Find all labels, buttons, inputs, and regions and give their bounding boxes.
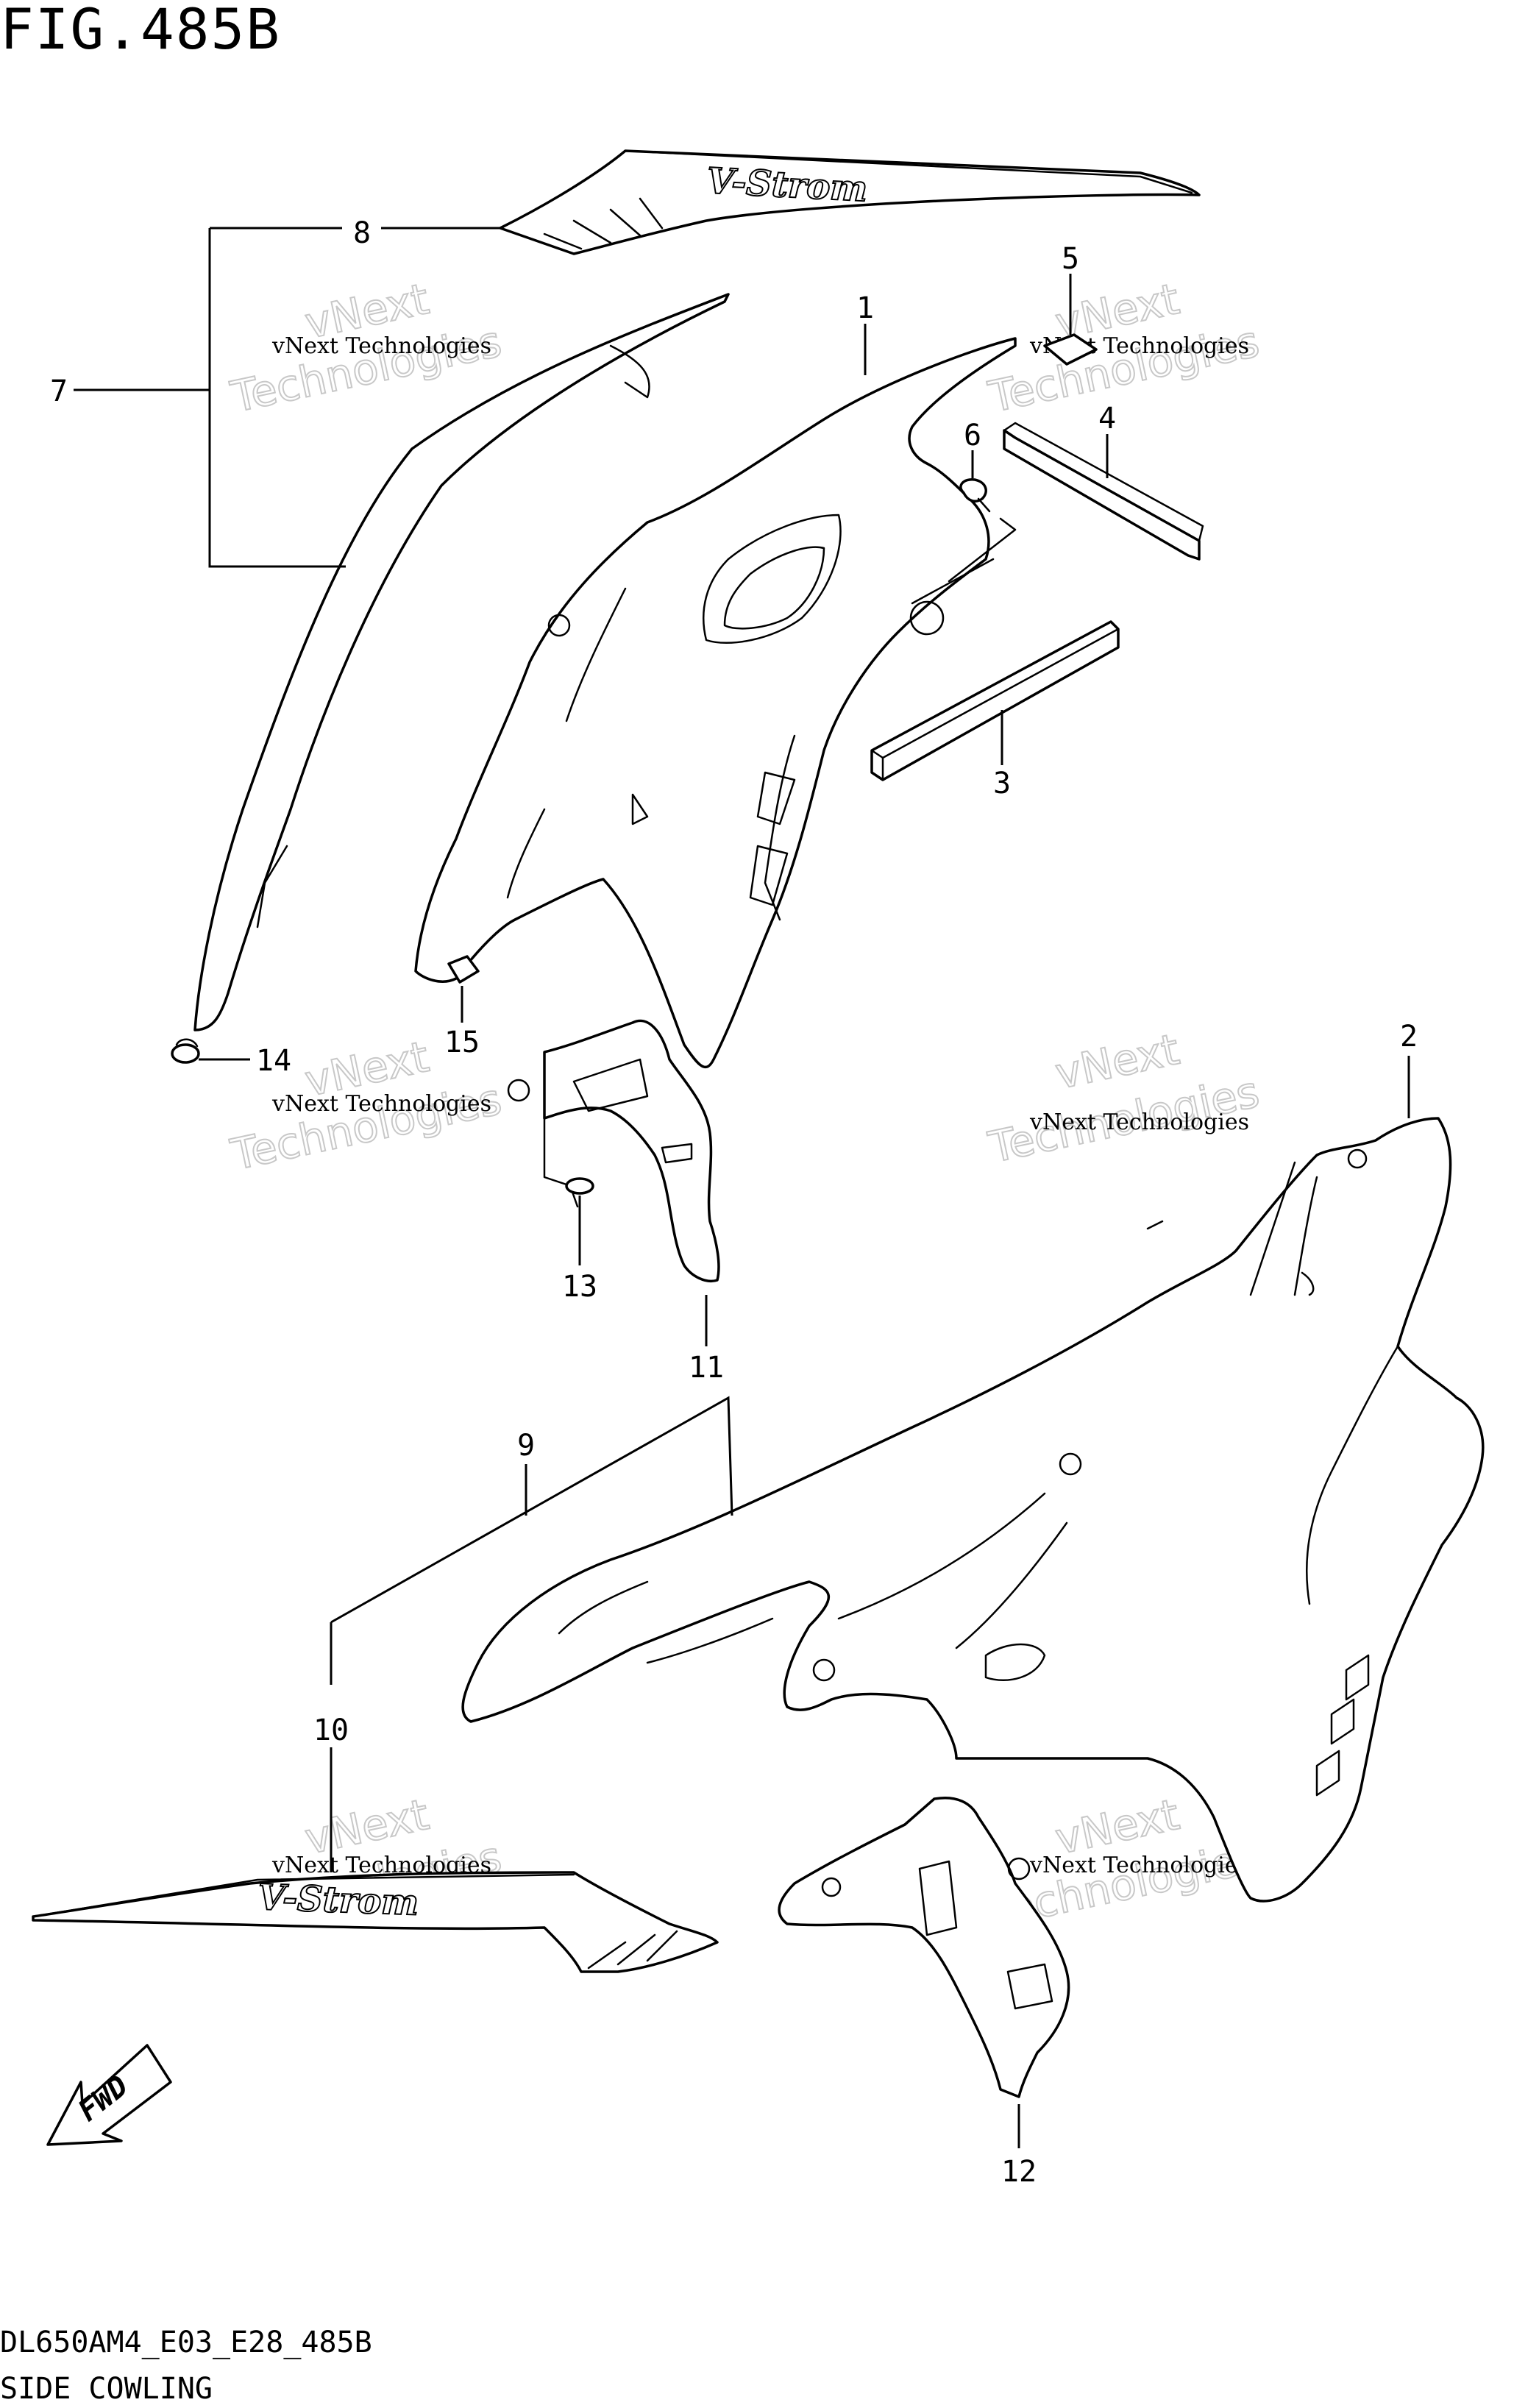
svg-text:vNext Technologies: vNext Technologies [271, 1091, 491, 1117]
part-1-upper-side-cowl [414, 337, 1017, 1069]
part-6-screw [948, 478, 1017, 583]
model-code: DL650AM4_E03_E28_485B [0, 2326, 372, 2359]
svg-text:vNext Technologies: vNext Technologies [271, 333, 491, 359]
part-10-lower-decal: V-Strom [32, 1871, 719, 1973]
part-13-screw [543, 1102, 594, 1208]
leader-lines [74, 227, 1410, 2148]
callout-11: 11 [689, 1351, 724, 1385]
part-14-screw [171, 1038, 200, 1064]
part-8-upper-decal: V-Strom [499, 149, 1201, 255]
watermark-4: vNext Technologies vNext Technologies [984, 1023, 1265, 1173]
callout-10: 10 [313, 1713, 349, 1747]
part-4-foam-strip [1003, 422, 1204, 561]
figure-subtitle: SIDE COWLING [0, 2372, 213, 2406]
callout-9: 9 [517, 1429, 535, 1463]
svg-text:vNext Technologies: vNext Technologies [1029, 1853, 1249, 1878]
watermark-2: vNext Technologies vNext Technologies [984, 273, 1265, 423]
part-7-upper-trim [193, 293, 730, 1031]
part-11-bracket [507, 1019, 720, 1282]
callout-13: 13 [562, 1270, 597, 1304]
figure-title: FIG.485B [0, 0, 282, 62]
svg-text:V-Strom: V-Strom [257, 1877, 419, 1924]
part-3-foam-strip [870, 620, 1120, 781]
callout-6: 6 [964, 419, 981, 452]
callout-5: 5 [1062, 242, 1079, 276]
svg-text:V-Strom: V-Strom [706, 160, 868, 210]
watermark-1: vNext Technologies vNext Technologies [226, 273, 507, 423]
callout-12: 12 [1001, 2155, 1037, 2189]
svg-text:vNext Technologies: vNext Technologies [1029, 1109, 1249, 1135]
part-12-lower-bracket [778, 1797, 1070, 2098]
part-5-clip [1043, 333, 1098, 366]
callout-4: 4 [1098, 402, 1116, 436]
callout-7: 7 [50, 374, 68, 408]
callout-2: 2 [1400, 1020, 1418, 1054]
part-2-lower-side-cowl [461, 1117, 1485, 1903]
part-15-nut [447, 955, 480, 984]
callout-labels: 8 7 1 5 6 4 3 15 14 13 11 2 9 10 12 [50, 216, 1418, 2189]
callout-8: 8 [353, 216, 371, 250]
fwd-arrow-icon: FWD [46, 2044, 172, 2146]
callout-3: 3 [993, 767, 1011, 800]
callout-1: 1 [856, 291, 874, 325]
callout-14: 14 [256, 1044, 291, 1078]
callout-15: 15 [444, 1026, 480, 1059]
